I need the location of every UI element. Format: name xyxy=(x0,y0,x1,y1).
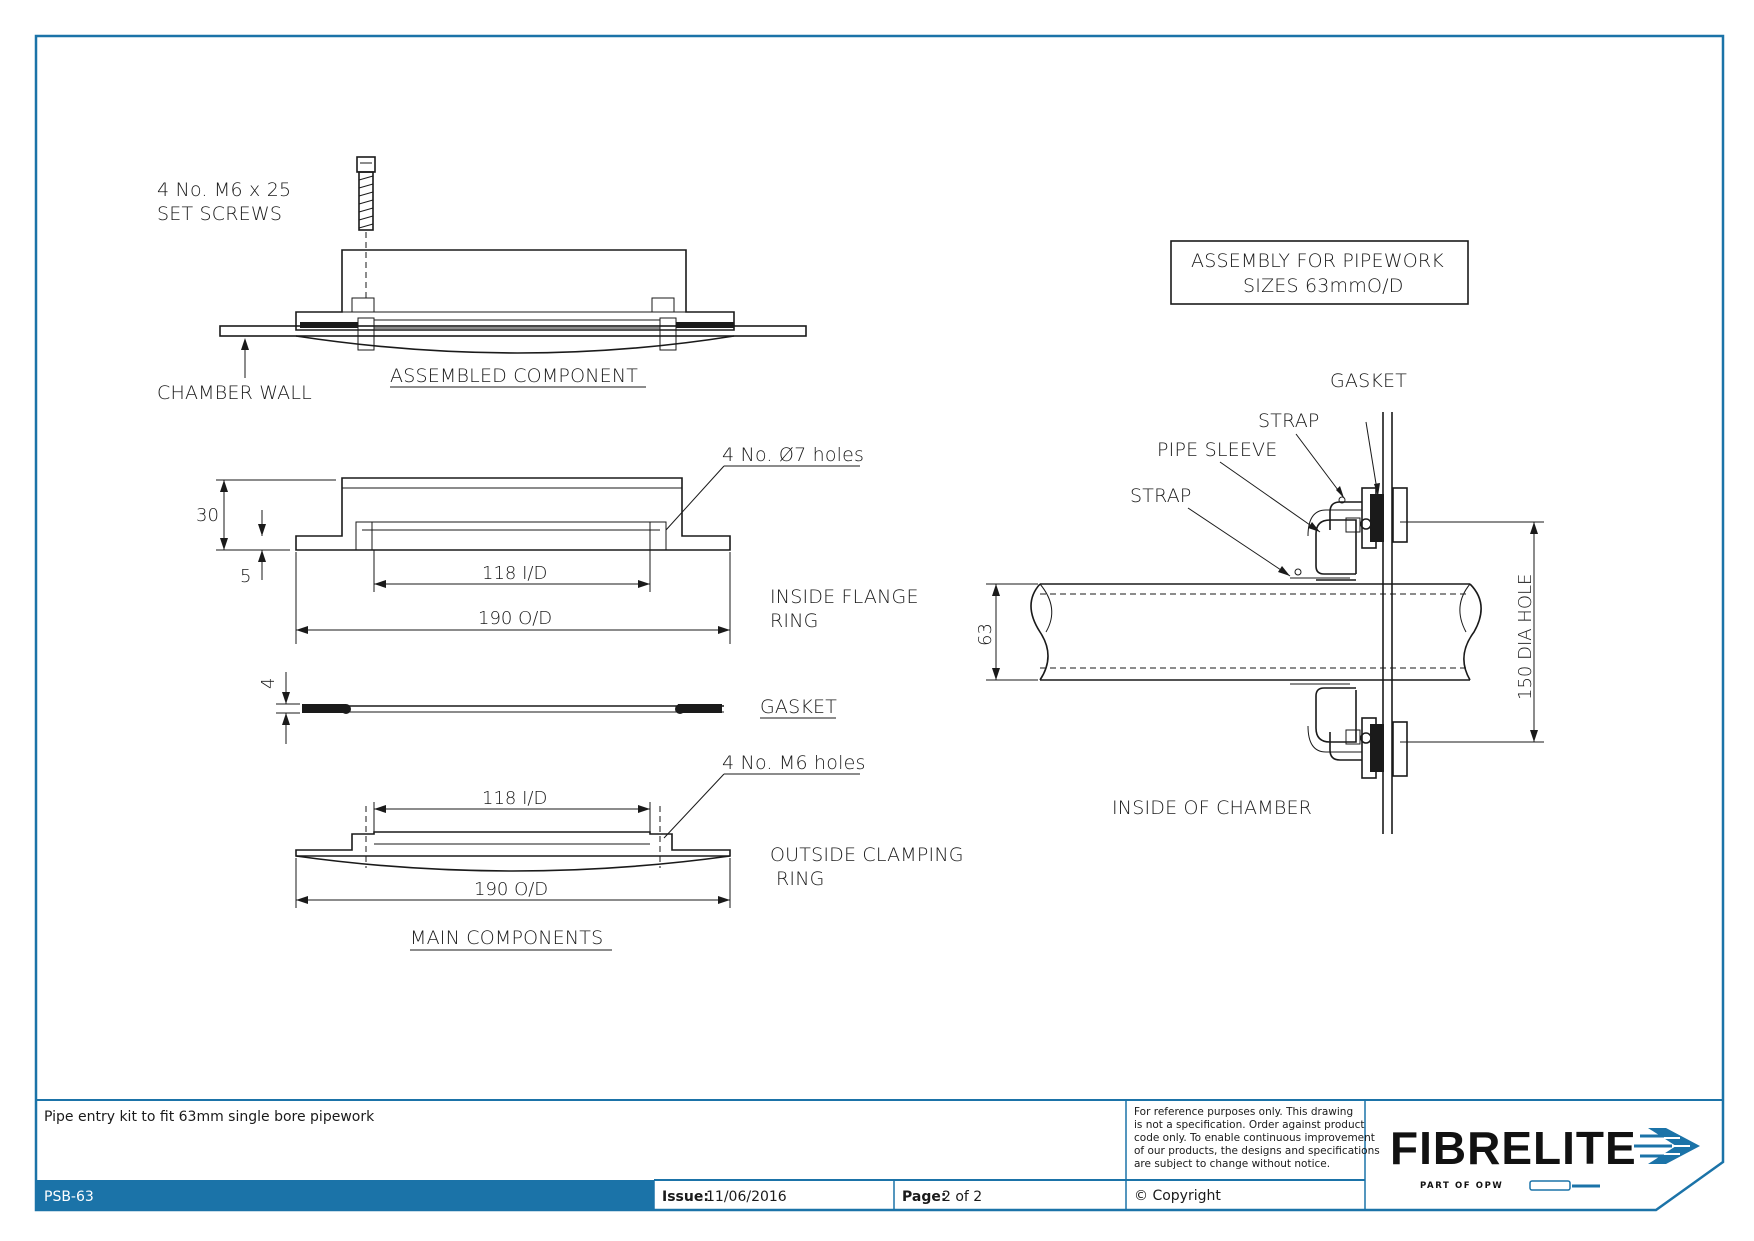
sheet-frame xyxy=(34,34,1725,1212)
inside-flange-ring-drawing xyxy=(216,465,860,644)
dim-190-od-lower: 190 O/D xyxy=(474,879,548,900)
title-block xyxy=(36,1099,1723,1210)
gasket-callout: GASKET xyxy=(1330,370,1407,392)
pipe-assembly-drawing xyxy=(986,412,1544,834)
fibrelite-arrow-icon xyxy=(1634,1128,1700,1164)
set-screws-label-line2: SET SCREWS xyxy=(157,203,282,225)
issue-label: Issue: xyxy=(662,1189,709,1205)
dim-190-od-upper: 190 O/D xyxy=(478,608,552,629)
page-value: 2 of 2 xyxy=(942,1189,982,1205)
holes-7-label: 4 No. Ø7 holes xyxy=(722,444,864,466)
drawing-code: PSB-63 xyxy=(44,1189,94,1205)
disclaimer-line-3: code only. To enable continuous improvem… xyxy=(1134,1132,1375,1144)
assembled-component-title: ASSEMBLED COMPONENT xyxy=(390,365,638,387)
inside-flange-label-line2: RING xyxy=(770,610,819,632)
set-screws-label-line1: 4 No. M6 x 25 xyxy=(157,179,291,201)
disclaimer-line-4: of our products, the designs and specifi… xyxy=(1134,1145,1380,1157)
strap-callout-left: STRAP xyxy=(1130,485,1192,507)
copyright-label: © Copyright xyxy=(1134,1188,1221,1204)
assembly-title-box xyxy=(1170,240,1469,305)
assembly-box-line2: SIZES 63mmO/D xyxy=(1243,275,1404,297)
main-components-title: MAIN COMPONENTS xyxy=(410,927,603,949)
pipe-sleeve-callout: PIPE SLEEVE xyxy=(1157,439,1277,461)
assembly-box-line1: ASSEMBLY FOR PIPEWORK xyxy=(1191,250,1444,272)
gasket-drawing xyxy=(276,672,836,744)
dover-logo-icon xyxy=(1529,1180,1600,1191)
disclaimer-line-2: is not a specification. Order against pr… xyxy=(1134,1119,1365,1131)
inside-of-chamber-label: INSIDE OF CHAMBER xyxy=(1112,797,1312,819)
dim-63: 63 xyxy=(975,623,996,646)
dim-30: 30 xyxy=(196,505,219,526)
outside-clamp-label-line2: RING xyxy=(776,868,825,890)
holes-m6-label: 4 No. M6 holes xyxy=(722,752,866,774)
dim-150-dia-hole: 150 DIA HOLE xyxy=(1515,574,1536,700)
gasket-label: GASKET xyxy=(760,696,837,718)
dim-118-id-lower: 118 I/D xyxy=(482,788,547,809)
dim-4: 4 xyxy=(258,678,279,689)
dim-118-id-upper: 118 I/D xyxy=(482,563,547,584)
disclaimer-line-1: For reference purposes only. This drawin… xyxy=(1134,1106,1353,1118)
page-label: Page: xyxy=(902,1189,946,1205)
issue-value: 11/06/2016 xyxy=(706,1189,787,1205)
drawing-description: Pipe entry kit to fit 63mm single bore p… xyxy=(44,1109,375,1125)
inside-flange-label-line1: INSIDE FLANGE xyxy=(770,586,919,608)
disclaimer-line-5: are subject to change without notice. xyxy=(1134,1158,1330,1170)
assembled-component-drawing xyxy=(219,156,807,388)
fibrelite-logo-text: FIBRELITE xyxy=(1390,1122,1637,1174)
outside-clamping-ring-drawing xyxy=(295,773,860,951)
strap-callout-top: STRAP xyxy=(1258,410,1320,432)
outside-clamp-label-line1: OUTSIDE CLAMPING xyxy=(770,844,964,866)
chamber-wall-label: CHAMBER WALL xyxy=(157,382,312,404)
brand-subline: PART OF OPW xyxy=(1420,1181,1503,1191)
dim-5: 5 xyxy=(240,566,251,587)
